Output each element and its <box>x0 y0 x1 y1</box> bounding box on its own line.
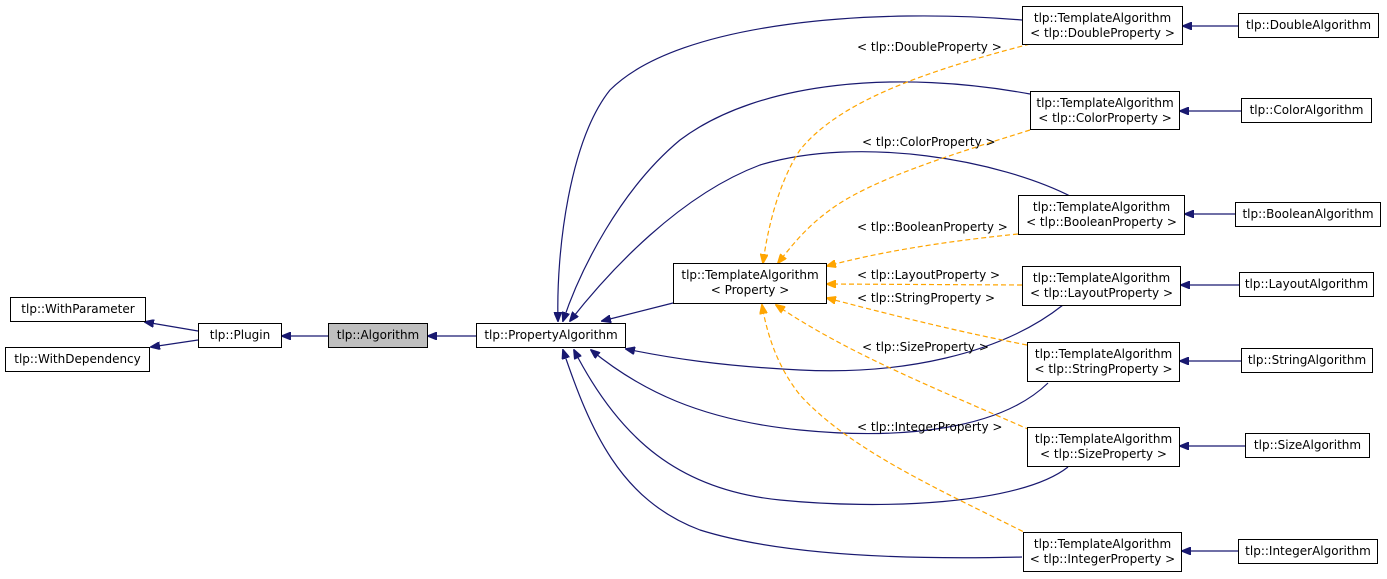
edge-talayout-to-templatealgorithm <box>827 284 1023 285</box>
edge-tadouble-to-templatealgorithm <box>763 43 1031 263</box>
edge-tasize-to-propertyalgorithm <box>574 350 1069 506</box>
edge-label-layout: < tlp::LayoutProperty > <box>857 268 1000 282</box>
node-algorithm[interactable]: tlp::Algorithm <box>328 323 428 348</box>
svg-text:tlp::ColorAlgorithm: tlp::ColorAlgorithm <box>1250 103 1364 117</box>
nodes: tlp::WithParameter tlp::WithDependency t… <box>5 6 1381 572</box>
node-ta-string[interactable]: tlp::TemplateAlgorithm < tlp::StringProp… <box>1027 342 1180 382</box>
edge-tainteger-to-templatealgorithm <box>762 305 1031 536</box>
node-ta-boolean[interactable]: tlp::TemplateAlgorithm < tlp::BooleanPro… <box>1018 195 1185 235</box>
svg-text:tlp::WithDependency: tlp::WithDependency <box>14 352 141 366</box>
node-string-algorithm[interactable]: tlp::StringAlgorithm <box>1241 348 1373 373</box>
edge-tacolor-to-propertyalgorithm <box>563 81 1031 321</box>
svg-text:tlp::TemplateAlgorithm: tlp::TemplateAlgorithm <box>1033 271 1170 285</box>
node-double-algorithm[interactable]: tlp::DoubleAlgorithm <box>1238 13 1379 38</box>
svg-text:< tlp::SizeProperty >: < tlp::SizeProperty > <box>1040 447 1167 461</box>
edge-label-double: < tlp::DoubleProperty > <box>857 40 1002 54</box>
node-ta-integer[interactable]: tlp::TemplateAlgorithm < tlp::IntegerPro… <box>1023 532 1182 572</box>
svg-text:tlp::IntegerAlgorithm: tlp::IntegerAlgorithm <box>1245 544 1371 558</box>
template-edges <box>762 43 1031 536</box>
edge-tadouble-to-propertyalgorithm <box>558 15 1023 321</box>
svg-text:< tlp::LayoutProperty >: < tlp::LayoutProperty > <box>1030 286 1173 300</box>
edge-plugin-to-withparameter <box>145 322 199 332</box>
svg-text:tlp::TemplateAlgorithm: tlp::TemplateAlgorithm <box>1033 200 1170 214</box>
edge-tastring-to-propertyalgorithm <box>591 350 1049 435</box>
svg-text:tlp::PropertyAlgorithm: tlp::PropertyAlgorithm <box>484 328 617 342</box>
svg-text:< tlp::StringProperty >: < tlp::StringProperty > <box>1034 362 1172 376</box>
edge-tastring-to-templatealgorithm <box>827 298 1028 346</box>
node-layout-algorithm[interactable]: tlp::LayoutAlgorithm <box>1239 272 1374 297</box>
edge-taboolean-to-templatealgorithm <box>827 233 1019 266</box>
edge-label-integer: < tlp::IntegerProperty > <box>857 420 1002 434</box>
svg-text:tlp::TemplateAlgorithm: tlp::TemplateAlgorithm <box>1035 432 1172 446</box>
node-plugin[interactable]: tlp::Plugin <box>198 323 282 348</box>
edge-tainteger-to-propertyalgorithm <box>563 350 1023 559</box>
node-ta-size[interactable]: tlp::TemplateAlgorithm < tlp::SizeProper… <box>1027 427 1180 467</box>
edge-label-size: < tlp::SizeProperty > <box>862 340 989 354</box>
svg-text:tlp::DoubleAlgorithm: tlp::DoubleAlgorithm <box>1246 18 1371 32</box>
svg-text:tlp::BooleanAlgorithm: tlp::BooleanAlgorithm <box>1242 207 1373 221</box>
edge-templatealgorithm-to-propertyalgorithm <box>602 302 674 321</box>
edge-taboolean-to-propertyalgorithm <box>570 151 1073 321</box>
node-ta-double[interactable]: tlp::TemplateAlgorithm < tlp::DoubleProp… <box>1022 6 1183 45</box>
svg-text:tlp::Plugin: tlp::Plugin <box>210 328 270 342</box>
svg-text:tlp::LayoutAlgorithm: tlp::LayoutAlgorithm <box>1245 277 1368 291</box>
inheritance-edges <box>145 15 1245 559</box>
node-integer-algorithm[interactable]: tlp::IntegerAlgorithm <box>1238 539 1378 564</box>
svg-text:tlp::Algorithm: tlp::Algorithm <box>337 328 420 342</box>
svg-text:tlp::TemplateAlgorithm: tlp::TemplateAlgorithm <box>1036 96 1173 110</box>
svg-text:< Property >: < Property > <box>711 283 790 297</box>
svg-text:tlp::TemplateAlgorithm: tlp::TemplateAlgorithm <box>1034 11 1171 25</box>
node-color-algorithm[interactable]: tlp::ColorAlgorithm <box>1241 98 1372 123</box>
edge-labels: < tlp::DoubleProperty > < tlp::ColorProp… <box>857 40 1008 434</box>
svg-text:tlp::WithParameter: tlp::WithParameter <box>21 302 134 316</box>
svg-text:tlp::TemplateAlgorithm: tlp::TemplateAlgorithm <box>1034 537 1171 551</box>
svg-text:< tlp::DoubleProperty >: < tlp::DoubleProperty > <box>1030 26 1175 40</box>
edge-label-string: < tlp::StringProperty > <box>857 291 995 305</box>
node-ta-color[interactable]: tlp::TemplateAlgorithm < tlp::ColorPrope… <box>1030 91 1180 130</box>
svg-text:< tlp::IntegerProperty >: < tlp::IntegerProperty > <box>1030 552 1175 566</box>
edge-tasize-to-templatealgorithm <box>776 305 1031 431</box>
node-with-parameter[interactable]: tlp::WithParameter <box>10 297 146 322</box>
svg-text:tlp::TemplateAlgorithm: tlp::TemplateAlgorithm <box>1035 347 1172 361</box>
node-ta-layout[interactable]: tlp::TemplateAlgorithm < tlp::LayoutProp… <box>1022 266 1181 306</box>
edge-talayout-to-propertyalgorithm <box>626 304 1064 372</box>
node-property-algorithm[interactable]: tlp::PropertyAlgorithm <box>476 323 626 348</box>
node-size-algorithm[interactable]: tlp::SizeAlgorithm <box>1245 433 1370 458</box>
node-template-algorithm[interactable]: tlp::TemplateAlgorithm < Property > <box>673 263 827 304</box>
edge-tacolor-to-templatealgorithm <box>778 129 1031 263</box>
edge-plugin-to-withdependency <box>151 339 199 347</box>
svg-text:tlp::StringAlgorithm: tlp::StringAlgorithm <box>1248 353 1366 367</box>
node-with-dependency[interactable]: tlp::WithDependency <box>5 347 150 372</box>
svg-text:tlp::SizeAlgorithm: tlp::SizeAlgorithm <box>1254 438 1361 452</box>
svg-text:tlp::TemplateAlgorithm: tlp::TemplateAlgorithm <box>681 268 818 282</box>
svg-text:< tlp::BooleanProperty >: < tlp::BooleanProperty > <box>1026 215 1177 229</box>
edge-label-color: < tlp::ColorProperty > <box>862 135 996 149</box>
edge-label-boolean: < tlp::BooleanProperty > <box>857 220 1008 234</box>
node-boolean-algorithm[interactable]: tlp::BooleanAlgorithm <box>1235 202 1381 227</box>
svg-text:< tlp::ColorProperty >: < tlp::ColorProperty > <box>1038 111 1172 125</box>
